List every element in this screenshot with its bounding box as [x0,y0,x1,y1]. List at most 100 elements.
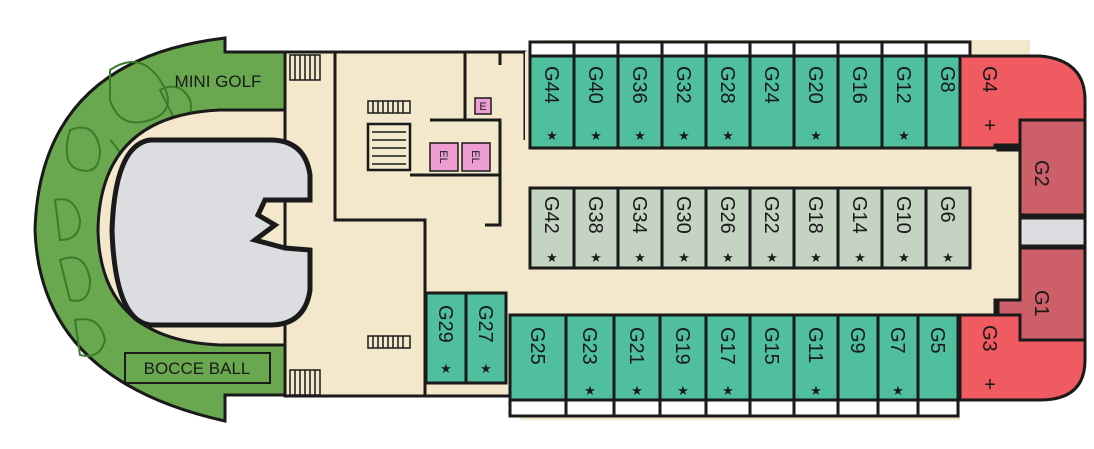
cabin-label: G6 [936,196,958,223]
cabin-g1-box [996,246,1087,342]
cabin-label: G29 [434,305,456,343]
cabin-label: G3 [978,325,1000,352]
cabin-g28[interactable]: G28★ [704,54,752,150]
cabin-g34[interactable]: G34★ [616,186,664,270]
cabin-label: G23 [578,327,600,365]
cabin-star-icon: ★ [546,129,558,144]
cabin-star-icon: ★ [766,251,778,266]
cabin-g12[interactable]: G12★ [880,54,928,150]
stair-hatching [289,54,412,396]
balcony [916,398,960,418]
cabin-g6-box [924,186,972,270]
elevator-1 [429,142,459,172]
cabin-label: G7 [886,327,908,354]
cabin-g4[interactable]: G4 + [958,54,1087,150]
elevator-2-label: EL [469,150,481,163]
mini-golf-label: MINI GOLF [175,72,262,91]
cabin-g16[interactable]: G16 [836,54,884,150]
cabin-g25[interactable]: G25 [508,313,568,402]
cabin-g44[interactable]: G44★ [528,54,576,150]
elevator-small-label: E [479,101,486,113]
cabin-label: G5 [926,327,948,354]
balcony [528,40,576,58]
cabin-g26[interactable]: G26★ [704,186,752,270]
balcony [564,398,616,418]
cabin-g29[interactable]: G29★ [424,291,468,385]
cabin-star-icon: ★ [678,129,690,144]
balcony [792,40,840,58]
balcony [704,40,752,58]
cabin-label: G4 [978,66,1000,93]
cabin-star-icon: ★ [892,384,904,399]
cabin-g6[interactable]: G6★ [924,186,972,270]
cabin-star-icon: ★ [722,129,734,144]
elevators: EL EL E [429,97,492,172]
cabin-g18[interactable]: G18 ★ [792,186,840,270]
cabin-g22[interactable]: G22 ★ [748,186,796,270]
cabin-g25-box [508,313,568,402]
cabin-g7-box [876,313,920,402]
cabin-g2[interactable]: G2 [996,118,1087,217]
cabin-label: G19 [671,327,693,365]
mini-golf-area: MINI GOLF [175,72,262,91]
cabin-star-icon: ★ [634,129,646,144]
cabin-g23[interactable]: G23 ★ [564,313,616,402]
cabin-g1[interactable]: G1 [996,246,1087,342]
cabin-g19-box [658,313,708,402]
cabin-g11[interactable]: G11★ [792,313,840,402]
cabin-star-icon: ★ [678,251,690,266]
cabin-g36[interactable]: G36★ [616,54,664,150]
cabin-g14[interactable]: G14★ [836,186,884,270]
balcony [748,40,796,58]
balcony [876,398,920,418]
elevator-small [474,97,492,115]
cabin-g32-box [660,54,708,150]
cabin-g27[interactable]: G27★ [464,291,508,385]
balcony [704,398,752,418]
cabin-g17[interactable]: G17★ [704,313,752,402]
cabin-plus-icon: + [984,374,996,396]
cabin-g30[interactable]: G30★ [660,186,708,270]
cabin-g40[interactable]: G40★ [572,54,620,150]
cabin-g21[interactable]: G21★ [612,313,662,402]
cabin-g15[interactable]: G15 [748,313,796,402]
cabin-g19[interactable]: G19★ [658,313,708,402]
cabin-star-icon: ★ [810,251,822,266]
cabin-g12-box [880,54,928,150]
cabin-g38[interactable]: G38★ [572,186,620,270]
cabin-g42[interactable]: G42★ [528,186,576,270]
elevator-2 [461,142,491,172]
cabin-label: G24 [760,66,782,104]
cabin-star-icon: ★ [480,362,492,377]
cabin-label: G42 [540,196,562,234]
cabin-g10[interactable]: G10★ [880,186,928,270]
cabin-label: G21 [625,327,647,365]
cabin-star-icon: ★ [854,251,866,266]
cabin-g7[interactable]: G7 ★ [876,313,920,402]
cabin-label: G34 [628,196,650,234]
cabin-g24[interactable]: G24 [748,54,796,150]
cabin-label: G22 [760,196,782,234]
cabin-g9-box [836,313,880,402]
elevator-1-label: EL [437,150,449,163]
cabin-star-icon: ★ [590,251,602,266]
cabin-label: G8 [936,66,958,93]
cabin-g30-box [660,186,708,270]
cabin-g9[interactable]: G9 [836,313,880,402]
cabin-g5-box [916,313,960,402]
cabin-g21-box [612,313,662,402]
cabin-label: G18 [804,196,826,234]
cabin-star-icon: ★ [584,384,596,399]
cabin-star-icon: ★ [810,384,822,399]
cabin-label: G40 [584,66,606,104]
cabin-plus-icon: + [984,115,996,137]
balcony [924,40,972,58]
cabin-label: G32 [672,66,694,104]
cabin-star-icon: ★ [898,129,910,144]
cabin-g32[interactable]: G32 ★ [660,54,708,150]
cabin-g34-box [616,186,664,270]
cabin-g5[interactable]: G5 [916,313,960,402]
cabin-g20[interactable]: G20★ [792,54,840,150]
